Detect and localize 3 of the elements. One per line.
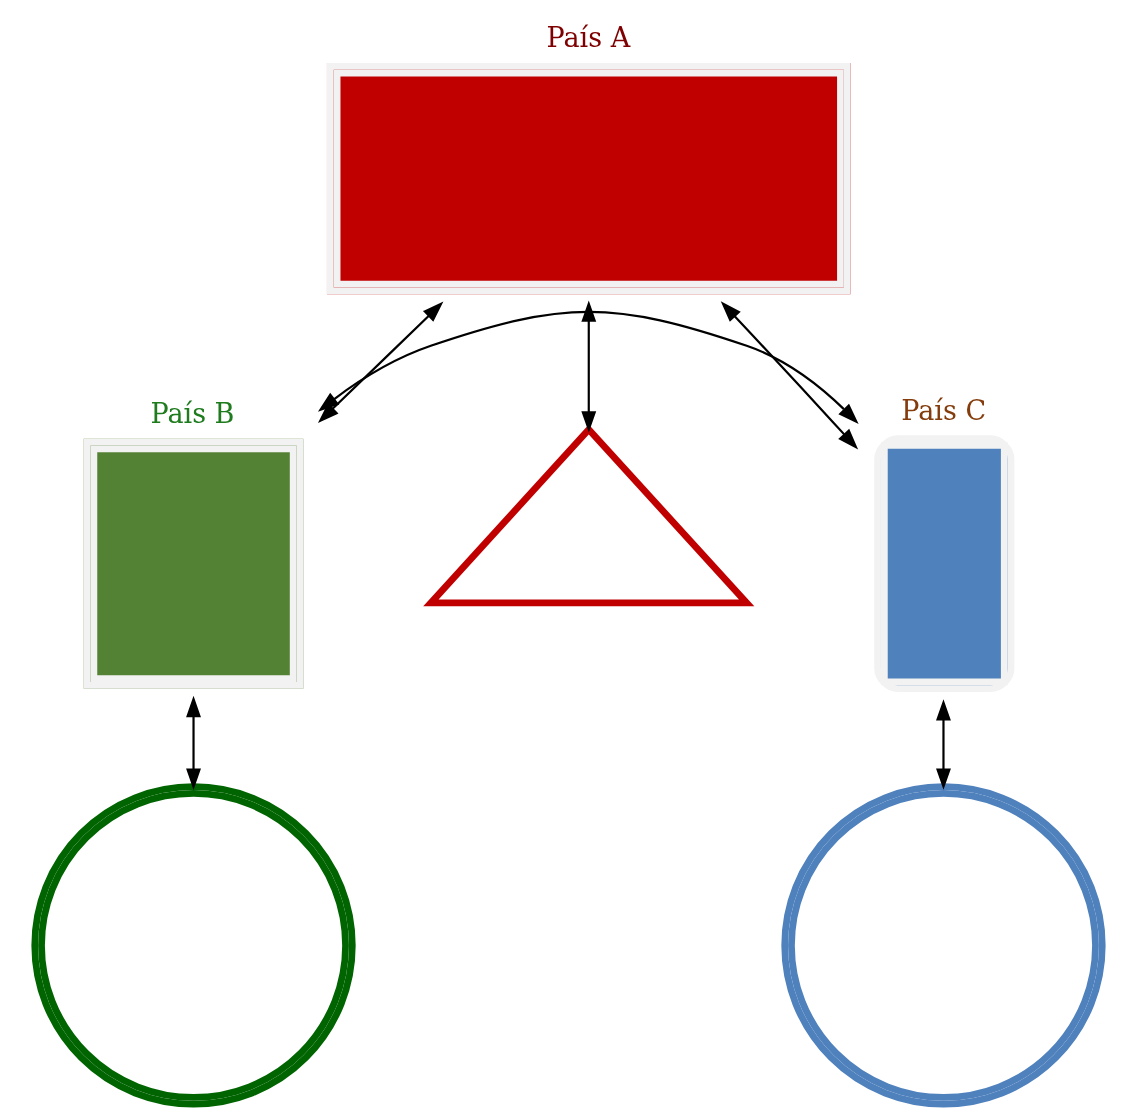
node-label: País A <box>546 22 631 54</box>
node-label: País C <box>901 394 987 426</box>
node-label: País B <box>150 398 235 430</box>
